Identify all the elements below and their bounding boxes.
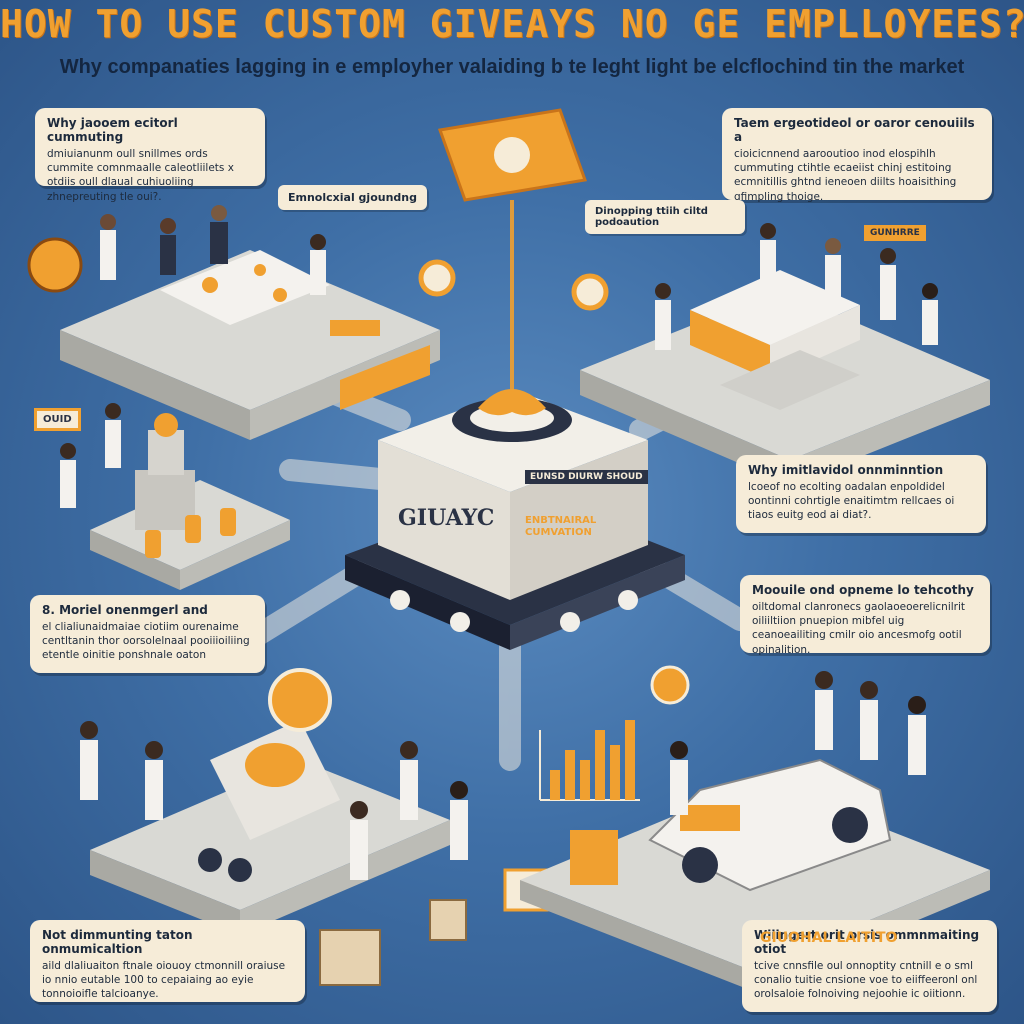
callout-heading: Moouile ond opneme lo tehcothy	[752, 583, 974, 597]
callout-bottom-right: Wiiingert orit orsis ommnmaiting otiot t…	[742, 920, 997, 1012]
callout-body: oiltdomal clanronecs gaolaoeoerelicnilri…	[752, 601, 966, 656]
cake-platform	[60, 403, 290, 590]
callout-body: aild dlaliuaiton ftnale oiouoy ctmonnill…	[42, 960, 286, 1001]
callout-heading: Why imitlavidol onnminntion	[748, 463, 944, 477]
callout-top-left: Why jaooem ecitorl cummuting dmiuianunm …	[35, 108, 265, 203]
award-badge-icon	[268, 668, 332, 732]
sign-left: OUID	[34, 408, 81, 431]
gift-box	[429, 899, 467, 941]
callout-heading: Taem ergeotideol or oaror cenouiils a	[734, 116, 975, 144]
celebration-platform	[80, 720, 468, 935]
callout-body: lcoeof no ecolting oadalan enpoldidel oo…	[748, 481, 955, 522]
location-pin-icon	[650, 665, 690, 705]
callout-heading: 8. Moriel onenmgerl and	[42, 603, 208, 617]
car-banner: GIUOHAL LAITITO	[760, 930, 898, 946]
gift-box	[319, 929, 381, 986]
page-subtitle: Why companaties lagging in e employher v…	[59, 56, 965, 78]
label-emotional-grounding: Emnolcxial gjoundng	[278, 185, 427, 210]
callout-body: tcive cnnsfile oul onnoptity cntnill e o…	[754, 960, 978, 1001]
dispenser-brand: GIUAYC	[398, 505, 495, 531]
callout-mid-right-lower: Moouile ond opneme lo tehcothy oiltdomal…	[740, 575, 990, 656]
callout-heading: Wiiingert orit orsis ommnmaiting otiot	[754, 928, 980, 956]
orange-slice-icon	[27, 237, 83, 293]
callout-heading: Not dimmunting taton onmumicaltion	[42, 928, 193, 956]
central-dispenser	[345, 389, 685, 650]
callout-body: cioicicnnend aarooutioo inod elospihlh c…	[734, 148, 957, 203]
callout-body: el clialiunaidmaiae ciotiim ourenaime ce…	[42, 621, 250, 662]
callout-mid-left: 8. Moriel onenmgerl and el clialiunaidma…	[30, 595, 265, 673]
target-badge-icon	[418, 259, 456, 297]
callout-body: dmiuianunm oull snillmes ords cummite co…	[47, 148, 234, 203]
target-badge-icon	[571, 273, 609, 311]
meeting-platform	[60, 205, 440, 440]
callout-bottom-left: Not dimmunting taton onmumicaltion aild …	[30, 920, 305, 1002]
page-title: HOW TO USE CUSTOM GIVEAYS NO GE EMPLLOYE…	[0, 2, 1024, 46]
growth-bar-chart	[539, 720, 640, 801]
sign-right: GUNHRRE	[864, 225, 926, 241]
dispenser-strip: EUNSD DIURW SHOUD	[525, 470, 648, 484]
callout-heading: Why jaooem ecitorl cummuting	[47, 116, 178, 144]
callout-top-right: Taem ergeotideol or oaror cenouiils a ci…	[722, 108, 992, 203]
callout-mid-right: Why imitlavidol onnminntion lcoeof no ec…	[736, 455, 986, 533]
dispenser-caption: ENBTNAIRAL CUMVATION	[525, 515, 597, 538]
label-dropping-pedestal: Dinopping ttiih ciltd podoaution	[585, 200, 745, 234]
